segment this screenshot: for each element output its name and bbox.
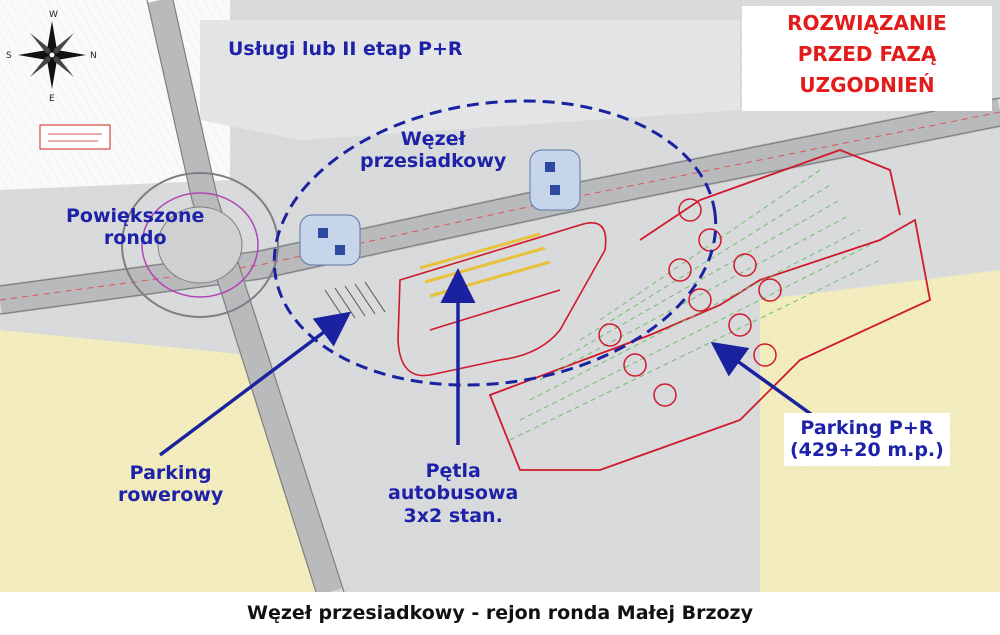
label-bus-loop: Pętla autobusowa 3x2 stan. bbox=[388, 460, 519, 527]
interchange-boundary bbox=[272, 99, 718, 387]
bus-loop-drawing bbox=[397, 222, 607, 377]
figure-caption: Węzeł przesiadkowy - rejon ronda Małej B… bbox=[247, 602, 753, 624]
bus-platforms bbox=[299, 149, 581, 266]
arrow-icon bbox=[158, 311, 352, 457]
compass-rose-icon: W N E S bbox=[6, 10, 97, 104]
label-park-and-ride: Parking P+R (429+20 m.p.) bbox=[784, 413, 950, 466]
label-services-stage-two: Usługi lub II etap P+R bbox=[228, 38, 463, 60]
roundabout-ring bbox=[121, 172, 279, 318]
compass-west-letter: S bbox=[6, 51, 12, 61]
site-plan-map: W N E S Usługi lub II etap P+R Węzeł prz… bbox=[0, 0, 1000, 592]
label-interchange: Węzeł przesiadkowy bbox=[360, 128, 507, 173]
compass-north-letter: W bbox=[49, 10, 58, 20]
label-bike-parking: Parking rowerowy bbox=[118, 462, 224, 507]
compass-south-letter: E bbox=[49, 94, 55, 104]
label-enlarged-roundabout: Powiększone rondo bbox=[66, 205, 205, 250]
compass-east-letter: N bbox=[90, 51, 97, 61]
status-title-block: ROZWIĄZANIE PRZED FAZĄ UZGODNIEŃ bbox=[742, 6, 992, 111]
